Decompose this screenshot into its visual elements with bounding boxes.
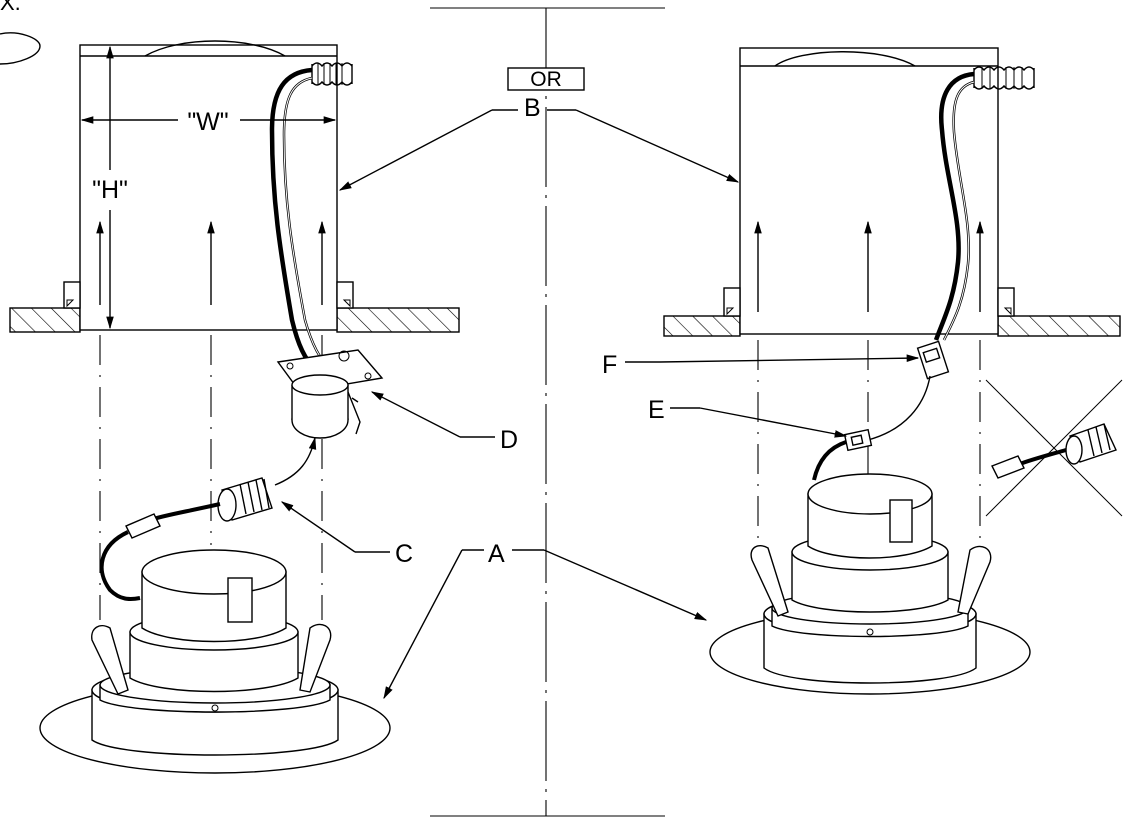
left-led-downlight <box>39 549 391 774</box>
leader-b-left-arrow <box>338 109 493 191</box>
label-b: B <box>524 94 541 122</box>
corner-arc <box>0 32 41 65</box>
right-recessed-housing <box>663 47 1121 380</box>
leader-d-arrow <box>370 391 461 438</box>
corner-label: X. <box>0 0 21 15</box>
or-label: OR <box>530 68 562 91</box>
leader-b-right-arrow <box>575 109 740 183</box>
right-alignment-lines <box>754 220 984 560</box>
leader-c-arrow <box>280 501 356 553</box>
center-divider <box>430 7 665 817</box>
leader-f-arrow <box>659 354 920 363</box>
leader-a-right-arrow <box>543 549 708 621</box>
width-label: "W" <box>187 108 228 136</box>
connector-e <box>812 428 873 481</box>
label-c: C <box>395 540 413 568</box>
label-a: A <box>488 540 505 568</box>
socket-adapter-d <box>276 349 384 439</box>
height-label: "H" <box>92 176 128 204</box>
left-recessed-housing <box>9 40 460 372</box>
label-f: F <box>602 351 617 379</box>
leader-e-arrow <box>699 407 848 438</box>
arrow-c-to-d <box>274 436 317 486</box>
crossed-out-plug <box>985 379 1123 517</box>
label-d: D <box>500 426 518 454</box>
wire-f-to-e <box>867 375 931 441</box>
label-e: E <box>648 396 665 424</box>
left-alignment-lines <box>96 220 326 620</box>
right-led-downlight <box>709 473 1031 695</box>
leader-a-left-arrow <box>383 549 463 700</box>
plug-adapter-c <box>99 477 273 601</box>
